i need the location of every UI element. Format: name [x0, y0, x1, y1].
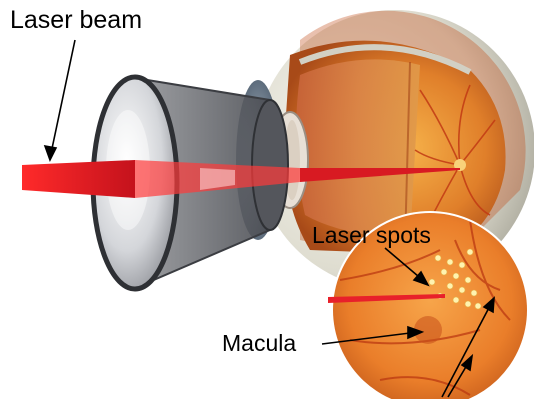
- laser-spots-label: Laser spots: [312, 222, 431, 249]
- laser-beam-label: Laser beam: [10, 6, 142, 35]
- macula-label: Macula: [222, 330, 296, 357]
